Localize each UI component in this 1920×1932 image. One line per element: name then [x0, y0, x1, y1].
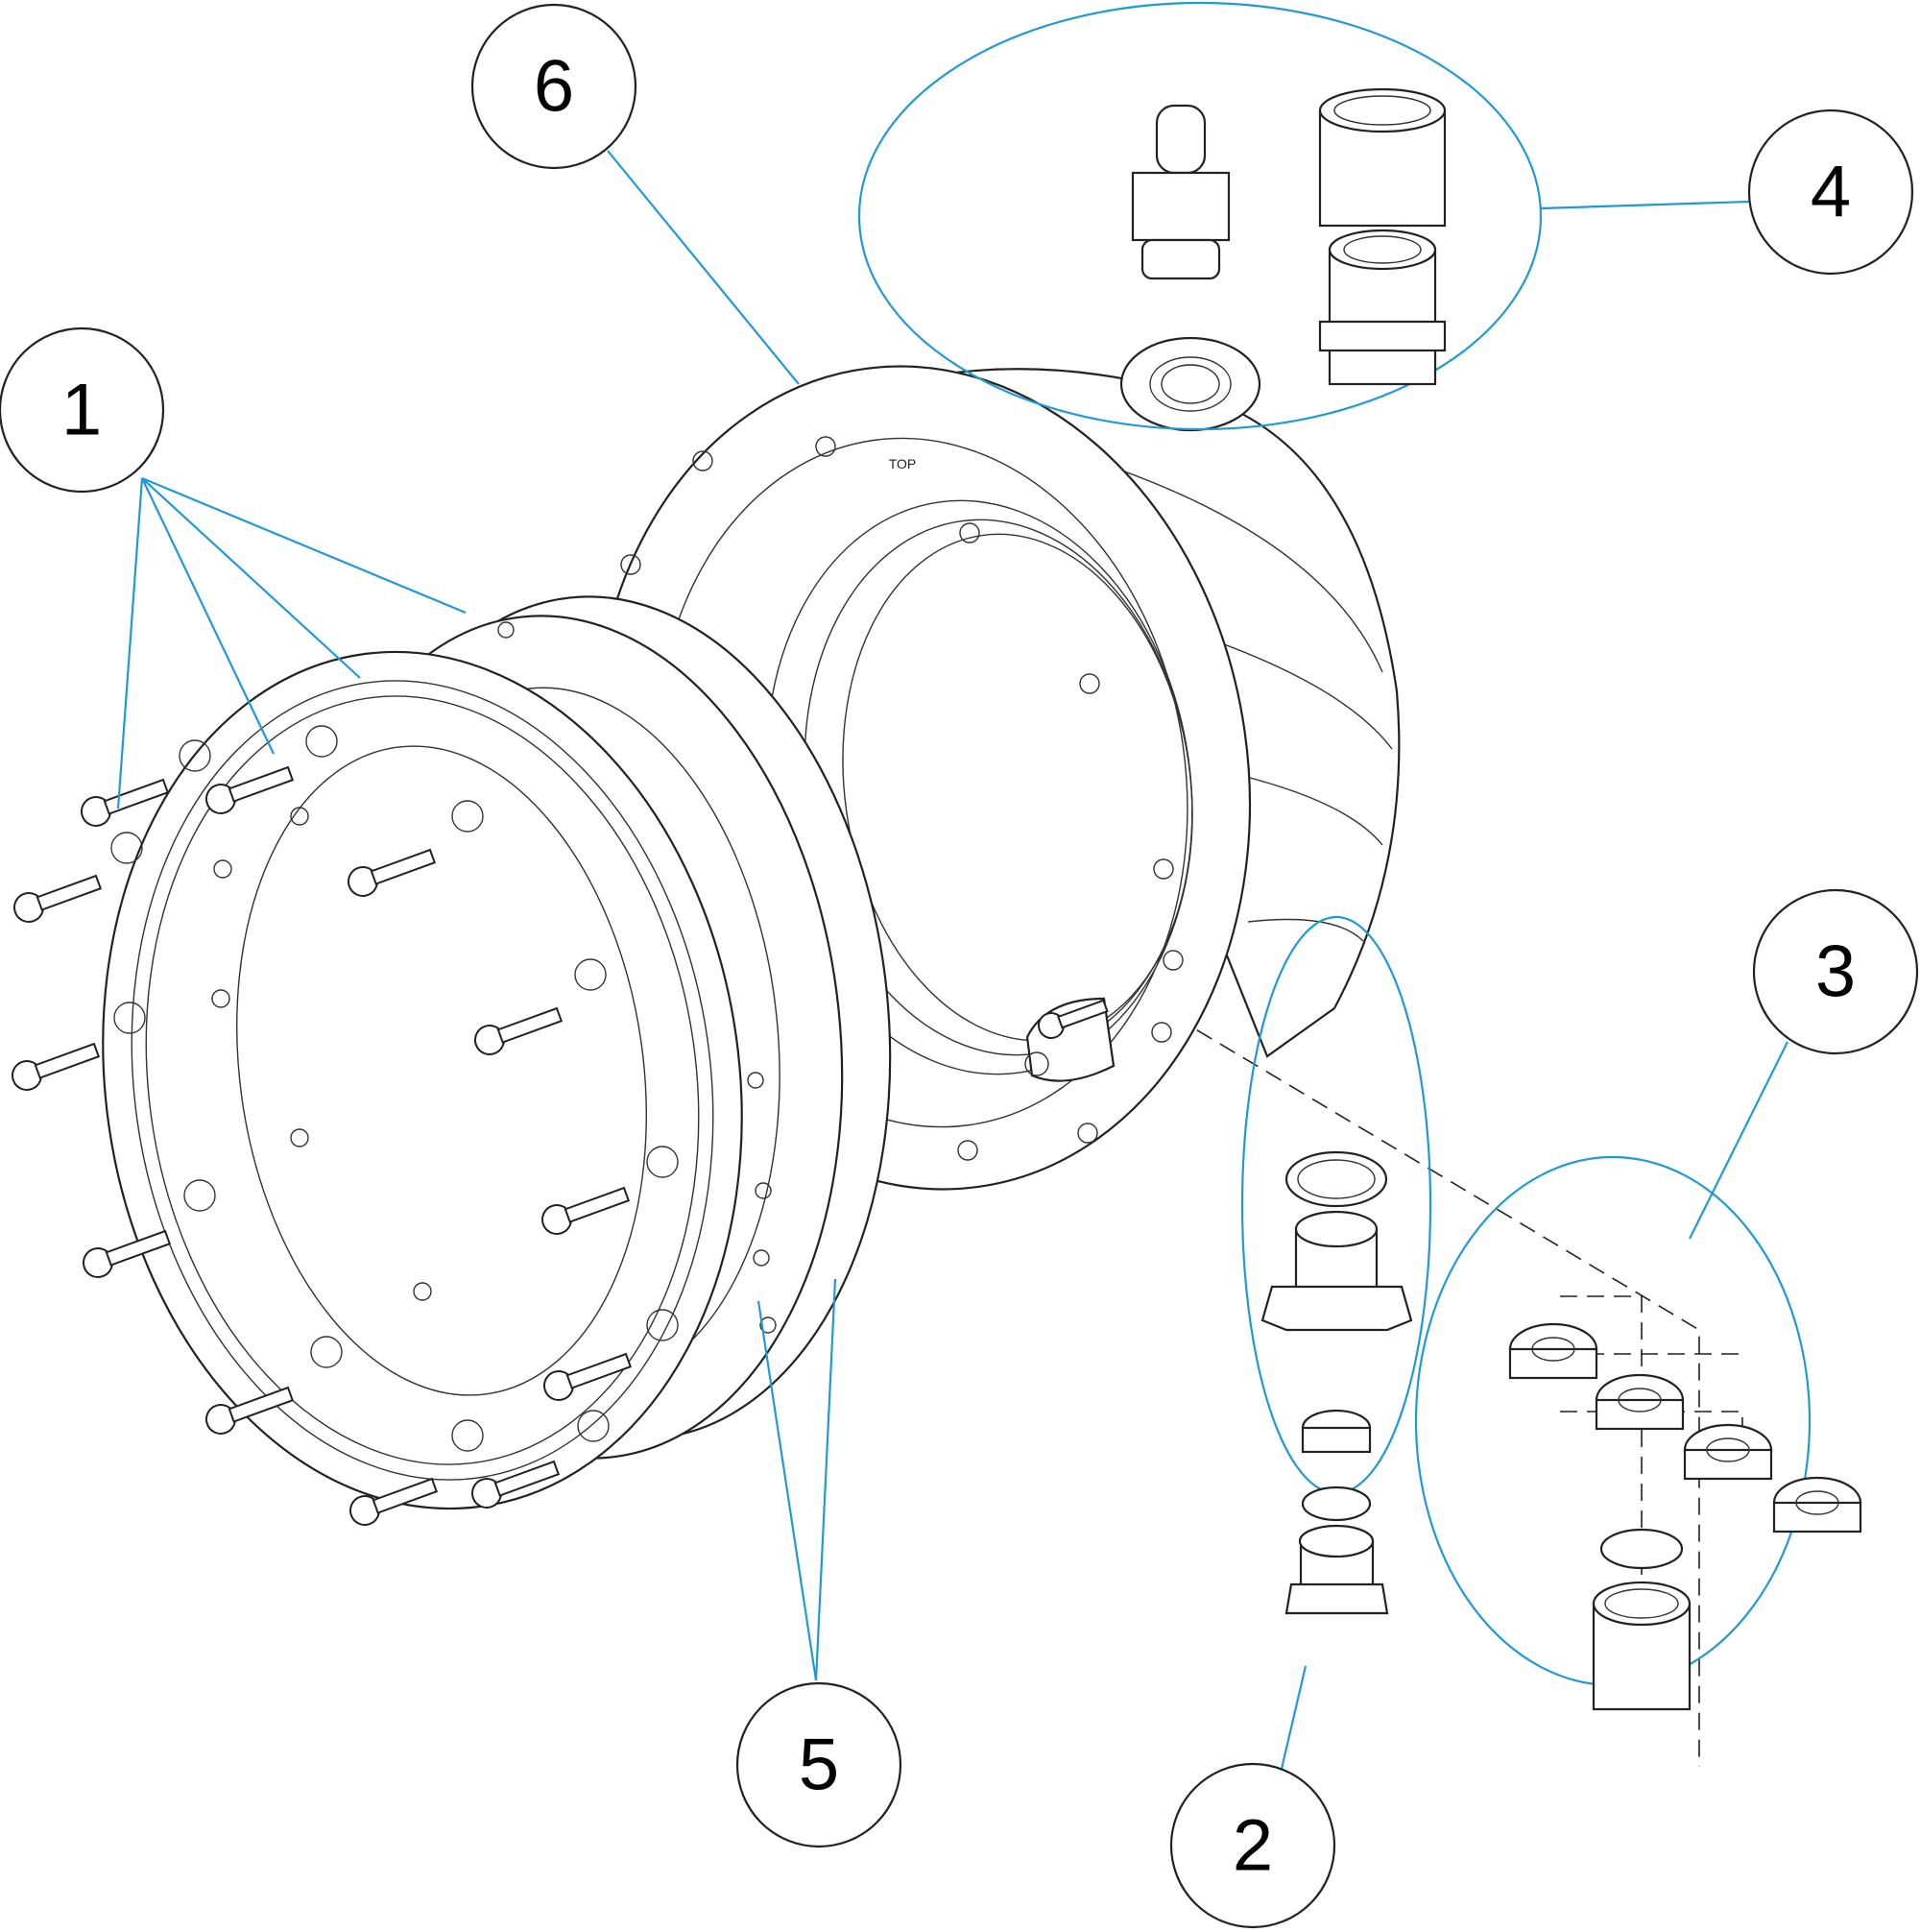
screw — [474, 1006, 564, 1055]
screw — [471, 1460, 561, 1509]
threaded-adaptor — [1318, 229, 1447, 386]
callout-4-label: 4 — [1811, 152, 1851, 233]
callout-6-label: 6 — [534, 46, 574, 128]
fittings-inset — [857, 1, 1543, 431]
callout-6: 6 — [470, 3, 637, 170]
screw — [205, 765, 295, 814]
callout-5-label: 5 — [799, 1725, 839, 1806]
callout-3-label: 3 — [1815, 931, 1856, 1013]
screw — [541, 1186, 631, 1235]
callout-1-label: 1 — [61, 370, 102, 451]
hose-tail-fitting — [1131, 104, 1231, 280]
housing-flange-holes — [618, 436, 1184, 1161]
screw — [1038, 999, 1109, 1039]
screw — [12, 1042, 101, 1091]
screw — [81, 778, 170, 827]
callout-3: 3 — [1752, 888, 1919, 1055]
screws — [12, 765, 1109, 1526]
nozzle-inset — [1240, 915, 1432, 1615]
screw — [348, 848, 437, 897]
eyeball-inset — [1414, 1155, 1862, 1711]
housing-top-marking: TOP — [889, 456, 917, 471]
callout-2-label: 2 — [1233, 1805, 1273, 1887]
screw — [13, 874, 103, 923]
eyeball-ring — [1683, 1423, 1773, 1481]
leader-lines — [116, 150, 1788, 1770]
callout-4: 4 — [1747, 109, 1914, 276]
callout-2: 2 — [1169, 1762, 1336, 1929]
screw — [205, 1386, 295, 1435]
threaded-socket — [1318, 87, 1447, 228]
eyeball-ring — [1508, 1322, 1598, 1380]
screw — [83, 1229, 172, 1278]
eyeball-ring — [1595, 1373, 1685, 1431]
screw — [543, 1352, 633, 1401]
eyeball-ring — [1772, 1476, 1862, 1534]
screw — [349, 1477, 439, 1526]
callout-1: 1 — [0, 326, 165, 494]
front-ring-holes — [110, 725, 679, 1452]
callout-5: 5 — [735, 1681, 902, 1848]
